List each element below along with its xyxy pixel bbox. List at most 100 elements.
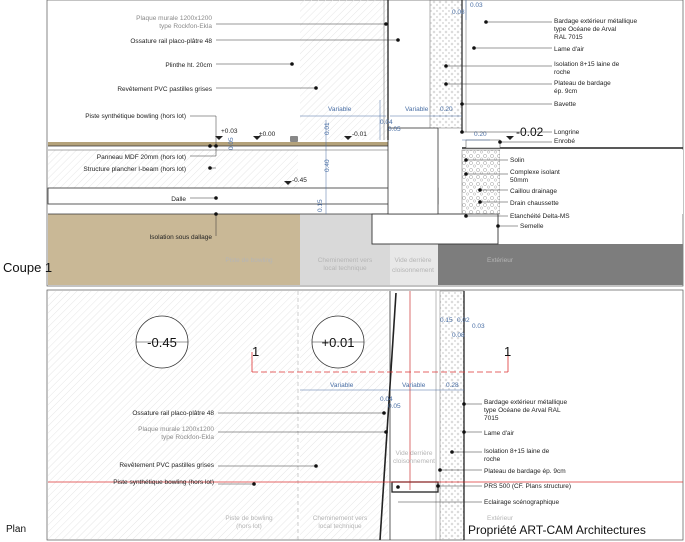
left-leaders xyxy=(190,23,398,236)
caption-plan: Plan xyxy=(6,524,26,535)
plan-label-lame-air: Lame d'air xyxy=(484,430,515,437)
plan-dim-variable1: Variable xyxy=(330,382,354,389)
label-lame-air: Lame d'air xyxy=(554,46,585,53)
dim-d020b: 0.20 xyxy=(474,131,487,138)
plan-frame xyxy=(46,289,684,541)
level-mark xyxy=(253,136,261,140)
plan-left-leaders xyxy=(218,412,386,485)
dim-variable1: Variable xyxy=(328,106,352,113)
level-mark xyxy=(284,181,292,185)
plan-label-plaque-2: type Rockfon-Ekla xyxy=(161,434,214,441)
label-isolation-2: roche xyxy=(554,69,571,76)
dim-variable2: Variable xyxy=(405,106,429,113)
label-complexe-2: 50mm xyxy=(510,177,528,184)
plan-label-revetement: Revêtement PVC pastilles grises xyxy=(119,462,214,469)
solin xyxy=(465,139,501,149)
dim-d005b: 0.05 xyxy=(228,137,235,150)
label-caillou: Caillou drainage xyxy=(510,188,557,195)
label-revetement: Revêtement PVC pastilles grises xyxy=(117,86,212,93)
label-plateau-1: Plateau de bardage xyxy=(554,80,611,87)
plan-zone-piste-2: (hors lot) xyxy=(236,523,262,530)
dim-d004: 0.04 xyxy=(380,119,393,126)
vide-zone-fill xyxy=(390,244,438,285)
plan-dim-d008: 0.08 xyxy=(452,332,465,339)
hatch-upper xyxy=(300,0,388,140)
level-circle-mid-value: +0.01 xyxy=(322,335,355,350)
section-frame xyxy=(46,0,684,287)
section-mark-right: 1 xyxy=(504,344,511,359)
semelle-footing xyxy=(371,213,499,245)
plan-right-leaders xyxy=(398,403,482,503)
plan-zone-vide-2: cloisonnement xyxy=(393,458,435,465)
dim-d003: 0.03 xyxy=(470,2,483,9)
zone-ext: Extérieur xyxy=(487,257,514,264)
leader-dots xyxy=(208,22,400,216)
label-structure: Structure plancher I-beam (hors lot) xyxy=(83,166,186,173)
plan-label-isolation-1: Isolation 8+15 laine de xyxy=(484,448,550,455)
label-plateau-2: ép. 9cm xyxy=(554,88,577,95)
credit-bg xyxy=(466,520,682,538)
section-view: +0.03 ±0.00 -0.01 -0.45 -0.02 Variable V… xyxy=(3,0,684,287)
plan-zone-ext: Extérieur xyxy=(487,515,514,522)
plan-zone-vide-1: Vide derrière xyxy=(395,450,432,457)
label-ossature: Ossature rail placo-plâtre 48 xyxy=(130,38,212,45)
level-m001: -0.01 xyxy=(352,131,367,138)
level-m045: -0.45 xyxy=(292,177,307,184)
label-panneau: Panneau MDF 20mm (hors lot) xyxy=(97,154,186,161)
label-bardage-2: type Océane de Arval xyxy=(554,26,617,33)
label-plinthe: Plinthe ht. 20cm xyxy=(165,62,212,69)
plan-dim-d002: 0.02 xyxy=(457,317,470,324)
right-leader-dots xyxy=(444,20,502,228)
level-mark xyxy=(344,136,352,140)
plan-zone-chem-2: local technique xyxy=(318,523,362,530)
zone-vide-1: Vide derrière xyxy=(394,257,431,264)
level-p003: +0.03 xyxy=(221,128,238,135)
plan-left-dots xyxy=(252,411,388,486)
dim-d015: 0.15 xyxy=(317,199,324,212)
level-p000: ±0.00 xyxy=(259,131,276,138)
plan-label-bardage-3: 7015 xyxy=(484,415,499,422)
label-bardage-3: RAL 7015 xyxy=(554,34,583,41)
plan-label-piste: Piste synthétique bowling (hors lot) xyxy=(113,479,214,486)
plan-zone-chem-1: Cheminement vers xyxy=(313,515,368,522)
right-leaders xyxy=(446,21,552,227)
plan-dim-d003: 0.03 xyxy=(472,323,485,330)
zone-vide-2: cloisonnement xyxy=(392,267,434,274)
plan-wall-insulation xyxy=(439,290,465,541)
dim-d005: 0.05 xyxy=(388,126,401,133)
section-mark-left: 1 xyxy=(252,344,259,359)
plan-view: 1 1 -0.45 +0.01 Variable Variable 0.28 0… xyxy=(6,289,684,541)
plinthe xyxy=(290,136,298,142)
label-piste: Piste synthétique bowling (hors lot) xyxy=(85,113,186,120)
plan-label-bardage-1: Bardage extérieur métallique xyxy=(484,399,567,406)
plan-label-bardage-2: type Océane de Arval RAL xyxy=(484,407,561,414)
label-bardage-1: Bardage extérieur métallique xyxy=(554,18,637,25)
label-isolation-dallage: Isolation sous dallage xyxy=(149,234,212,241)
ext-zone-fill xyxy=(438,244,683,285)
isolation-zone-fill xyxy=(48,214,300,285)
plan-label-isolation-2: roche xyxy=(484,456,501,463)
zone-piste: Piste de bowling xyxy=(225,257,273,264)
level-circle-left-value: -0.45 xyxy=(147,335,177,350)
plan-slanted-wall xyxy=(379,292,397,541)
label-etancheite: Etanchéité Delta-MS xyxy=(510,213,570,220)
plan-dim-variable2: Variable xyxy=(402,382,426,389)
label-enrobe: Enrobé xyxy=(554,138,575,145)
dim-d008: 0.08 xyxy=(452,9,465,16)
zone-chem-1: Cheminement vers xyxy=(318,257,373,264)
plan-dim-d005: 0.05 xyxy=(388,403,401,410)
plan-label-plaque-1: Plaque murale 1200x1200 xyxy=(138,426,214,433)
label-longrine: Longrine xyxy=(554,129,580,136)
label-drain: Drain chaussette xyxy=(510,200,559,207)
piste-layer xyxy=(48,142,388,146)
level-mark xyxy=(506,136,514,140)
plan-label-ossature: Ossature rail placo-plâtre 48 xyxy=(132,410,214,417)
plan-zone-piste-1: Piste de bowling xyxy=(225,515,273,522)
dim-d020a: 0.20 xyxy=(440,106,453,113)
plan-dim-d015: 0.15 xyxy=(440,317,453,324)
dim-d040: 0.40 xyxy=(324,159,331,172)
plan-label-plateau: Plateau de bardage ép. 9cm xyxy=(484,468,566,475)
longrine-beam xyxy=(387,127,439,215)
zone-chem-2: local technique xyxy=(323,265,367,272)
